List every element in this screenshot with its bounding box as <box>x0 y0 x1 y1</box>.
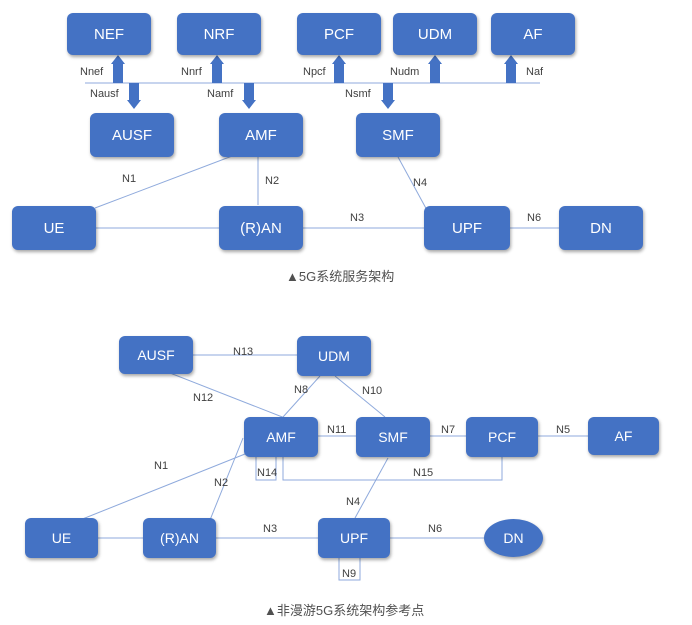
nausf-arrow <box>127 83 141 109</box>
d2-label-n4: N4 <box>346 496 361 508</box>
d2-label-n14: N14 <box>257 467 278 479</box>
d2-node-ue: UE <box>25 518 98 558</box>
d1-label-nausf: Nausf <box>90 88 119 100</box>
d2-node-dn: DN <box>484 519 543 557</box>
d2-n12-line <box>169 372 291 421</box>
nnrf-arrow <box>210 55 224 83</box>
d2-n8-line <box>282 375 321 418</box>
d1-label-n2: N2 <box>265 175 280 187</box>
d1-label-namf: Namf <box>207 88 234 100</box>
d1-label-nnef: Nnef <box>80 66 104 78</box>
d1-label-nudm: Nudm <box>390 66 420 78</box>
d2-node-pcf: PCF <box>466 417 538 457</box>
d1-node-pcf: PCF <box>297 13 381 55</box>
d2-label-n15: N15 <box>413 467 434 479</box>
d1-caption: ▲5G系统服务架构 <box>286 269 395 284</box>
d2-label-n10: N10 <box>362 385 383 397</box>
d2-n1-line <box>79 451 251 521</box>
d2-label-n1: N1 <box>154 460 169 472</box>
d1-label-n3: N3 <box>350 212 365 224</box>
d2-node-af: AF <box>588 417 659 455</box>
d2-node-smf: SMF <box>356 417 430 457</box>
d1-label-nnrf: Nnrf <box>181 66 202 78</box>
d1-node-ue: UE <box>12 206 96 250</box>
d2-n9-loop <box>338 557 361 581</box>
d2-caption: ▲非漫游5G系统架构参考点 <box>264 603 425 618</box>
d2-label-n6: N6 <box>428 523 443 535</box>
nudm-arrow <box>428 55 442 83</box>
d1-node-nrf: NRF <box>177 13 261 55</box>
d2-n15-line <box>282 456 503 481</box>
naf-arrow <box>504 55 518 83</box>
d1-label-npcf: Npcf <box>303 66 326 78</box>
d2-label-n7: N7 <box>441 424 456 436</box>
d2-label-n2: N2 <box>214 477 229 489</box>
d2-node-ausf: AUSF <box>119 336 193 374</box>
d1-node-amf: AMF <box>219 113 303 157</box>
d2-n4-line <box>354 457 389 519</box>
d1-node-ran: (R)AN <box>219 206 303 250</box>
d1-label-naf: Naf <box>526 66 544 78</box>
d2-n2-line <box>209 437 244 521</box>
d1-label-nsmf: Nsmf <box>345 88 371 100</box>
d1-node-af: AF <box>491 13 575 55</box>
d2-n14-loop <box>255 456 277 481</box>
d2-n10-line <box>334 375 386 418</box>
d1-node-upf: UPF <box>424 206 510 250</box>
d1-node-smf: SMF <box>356 113 440 157</box>
d1-n4-line <box>397 156 429 213</box>
d1-node-dn: DN <box>559 206 643 250</box>
d1-node-nef: NEF <box>67 13 151 55</box>
d2-label-n5: N5 <box>556 424 571 436</box>
d1-node-udm: UDM <box>393 13 477 55</box>
d2-node-amf: AMF <box>244 417 318 457</box>
nsmf-arrow <box>381 83 395 109</box>
d1-label-n4: N4 <box>413 177 428 189</box>
d2-label-n8: N8 <box>294 384 309 396</box>
d2-label-n12: N12 <box>193 392 214 404</box>
d2-node-udm: UDM <box>297 336 371 376</box>
namf-arrow <box>242 83 256 109</box>
d2-label-n3: N3 <box>263 523 278 535</box>
d1-node-ausf: AUSF <box>90 113 174 157</box>
d2-label-n9: N9 <box>342 568 357 580</box>
d1-n1-line <box>94 149 249 209</box>
d2-label-n11: N11 <box>327 424 347 436</box>
d1-label-n6: N6 <box>527 212 542 224</box>
d2-node-ran: (R)AN <box>143 518 216 558</box>
nnef-arrow <box>111 55 125 83</box>
d2-node-upf: UPF <box>318 518 390 558</box>
d1-label-n1: N1 <box>122 173 137 185</box>
d2-label-n13: N13 <box>233 346 254 358</box>
npcf-arrow <box>332 55 346 83</box>
